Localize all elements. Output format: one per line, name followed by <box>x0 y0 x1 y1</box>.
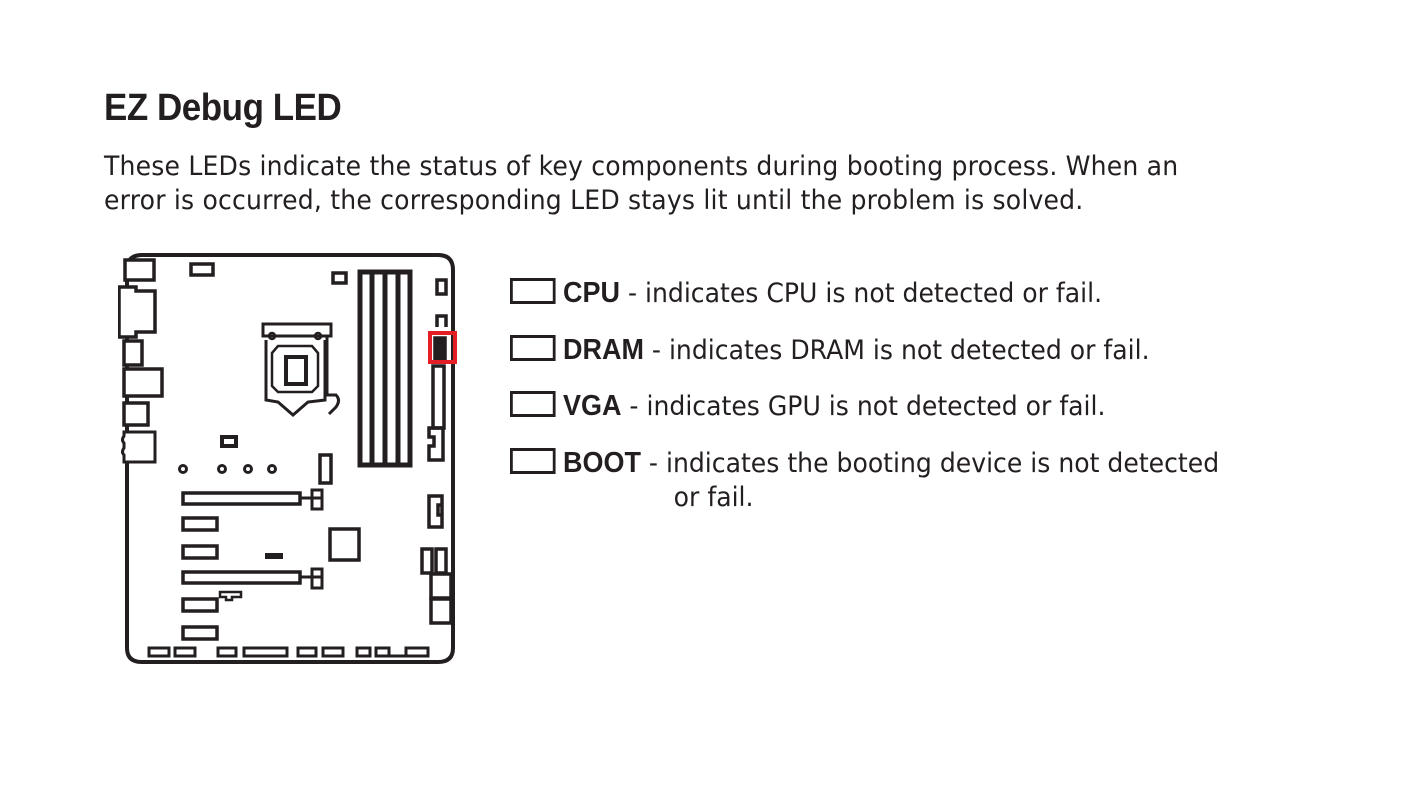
led-separator: - <box>621 391 647 422</box>
led-description: indicates the booting device is not dete… <box>665 448 1220 479</box>
led-indicator-icon <box>510 391 556 417</box>
legend-item-vga: VGA - indicates GPU is not detected or f… <box>510 389 1105 424</box>
pcie-slot-1 <box>181 488 324 511</box>
legend-item-cpu: CPU - indicates CPU is not detected or f… <box>510 276 1102 311</box>
page-title: EZ Debug LED <box>104 87 342 129</box>
header <box>331 271 348 285</box>
led-indicator-icon <box>510 335 556 361</box>
pcie-slot-2 <box>181 567 324 590</box>
cpu-socket <box>261 322 340 417</box>
intro-paragraph: These LEDs indicate the status of key co… <box>104 150 1239 218</box>
led-separator: - <box>643 335 669 366</box>
led-name: DRAM <box>563 334 644 366</box>
led-description: indicates GPU is not detected or fail. <box>646 391 1106 422</box>
led-name: CPU <box>563 277 620 309</box>
dimm-slots <box>357 269 413 468</box>
header <box>189 262 215 277</box>
bottom-headers <box>147 646 430 658</box>
board-outline <box>125 253 455 664</box>
led-description: indicates CPU is not detected or fail. <box>644 278 1103 309</box>
legend-item-dram: DRAM - indicates DRAM is not detected or… <box>510 333 1150 368</box>
led-name: BOOT <box>563 447 641 479</box>
led-description-continued: or fail. <box>673 482 754 513</box>
led-indicator-icon <box>510 448 556 474</box>
legend-item-boot: BOOT - indicates the booting device is n… <box>510 446 1219 515</box>
intro-line: error is occurred, the corresponding LED… <box>104 185 1084 216</box>
debug-led-highlight <box>428 331 457 364</box>
motherboard-diagram <box>118 253 457 664</box>
intro-line: These LEDs indicate the status of key co… <box>104 151 1179 182</box>
led-indicator-icon <box>510 278 556 304</box>
led-separator: - <box>619 278 645 309</box>
led-name: VGA <box>563 390 622 422</box>
rear-io-ports <box>118 258 164 464</box>
debug-led-component <box>433 336 447 361</box>
led-description: indicates DRAM is not detected or fail. <box>668 335 1150 366</box>
led-separator: - <box>640 448 666 479</box>
